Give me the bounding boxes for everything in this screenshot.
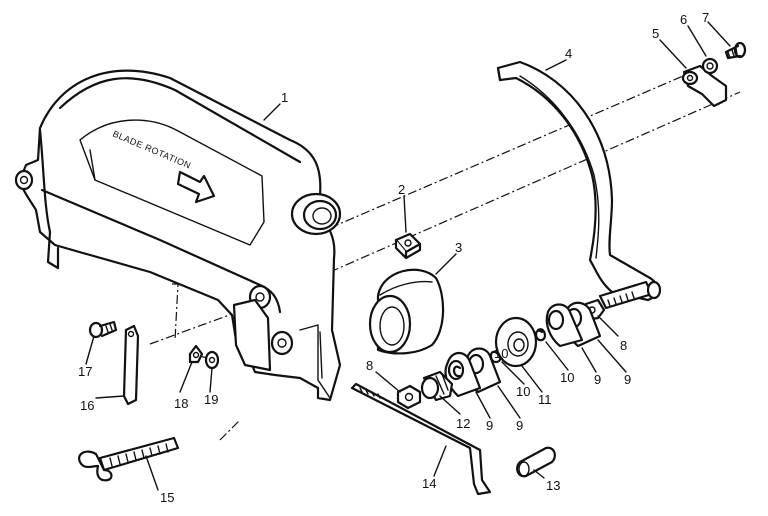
spring-left — [452, 365, 462, 378]
callout-9-c: 9 — [594, 372, 601, 387]
support-rod — [350, 382, 492, 496]
blade-guard-housing: BLADE ROTATION — [14, 69, 342, 402]
callout-11: 11 — [538, 392, 552, 407]
callout-14: 14 — [422, 476, 436, 491]
spacer-washer — [494, 316, 538, 368]
callout-18: 18 — [174, 396, 188, 411]
callout-8-right: 8 — [620, 338, 627, 353]
rod-end-cap — [516, 446, 556, 478]
callout-3: 3 — [455, 240, 462, 255]
callout-9-a: 9 — [486, 418, 493, 433]
callout-10-b: 10 — [560, 370, 574, 385]
callout-17: 17 — [78, 364, 92, 379]
callout-2: 2 — [398, 182, 405, 197]
callout-numbers: 1 2 3 4 5 6 7 8 8 9 9 9 9 10 10 10 11 12… — [78, 10, 709, 505]
pawl-right-inner — [545, 303, 584, 348]
lock-washer — [701, 57, 719, 75]
callout-4: 4 — [565, 46, 572, 61]
small-nut — [204, 350, 220, 370]
wing-bolt — [78, 436, 180, 482]
callout-7: 7 — [702, 10, 709, 25]
hex-nut-left — [396, 384, 422, 410]
callout-5: 5 — [652, 26, 659, 41]
spring-right — [534, 328, 547, 342]
clamp-bracket — [681, 64, 728, 108]
star-washer — [188, 344, 204, 364]
callout-1: 1 — [281, 90, 288, 105]
pivot-sleeve — [420, 370, 454, 402]
lock-lever — [122, 324, 140, 406]
callout-13: 13 — [546, 478, 560, 493]
callout-10-c: 10 — [494, 346, 508, 361]
callout-9-d: 9 — [624, 372, 631, 387]
callout-15: 15 — [160, 490, 174, 505]
pawl-left-inner — [444, 351, 482, 398]
callout-8-left: 8 — [366, 358, 373, 373]
callout-6: 6 — [680, 12, 687, 27]
lever-screw — [88, 320, 118, 339]
pan-screw — [724, 41, 747, 60]
leader-lines — [85, 21, 731, 491]
square-nut — [394, 232, 422, 260]
callout-12: 12 — [456, 416, 470, 431]
callout-10-a: 10 — [516, 384, 530, 399]
callout-16: 16 — [80, 398, 94, 413]
callout-19: 19 — [204, 392, 218, 407]
callout-9-b: 9 — [516, 418, 523, 433]
bushing-cone — [368, 268, 445, 355]
